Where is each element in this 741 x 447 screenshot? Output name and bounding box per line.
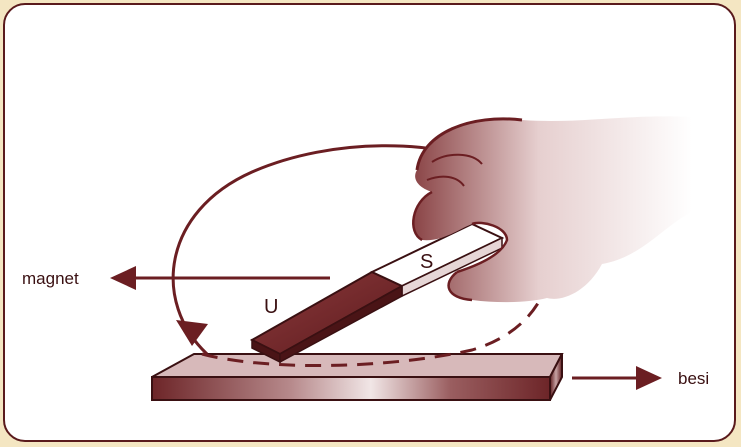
iron-bar	[152, 354, 562, 400]
magnet-label: magnet	[22, 269, 79, 288]
south-pole-label: S	[420, 251, 433, 273]
magnet-stroking-diagram: magnet besi U S	[5, 5, 736, 442]
magnet-pointer-arrowhead	[110, 266, 136, 290]
besi-label: besi	[678, 369, 709, 388]
besi-pointer-arrowhead	[636, 366, 662, 390]
motion-loop-arrowhead	[176, 320, 208, 346]
diagram-frame: magnet besi U S	[3, 3, 736, 442]
hand	[413, 116, 692, 302]
north-pole-label: U	[264, 296, 278, 318]
